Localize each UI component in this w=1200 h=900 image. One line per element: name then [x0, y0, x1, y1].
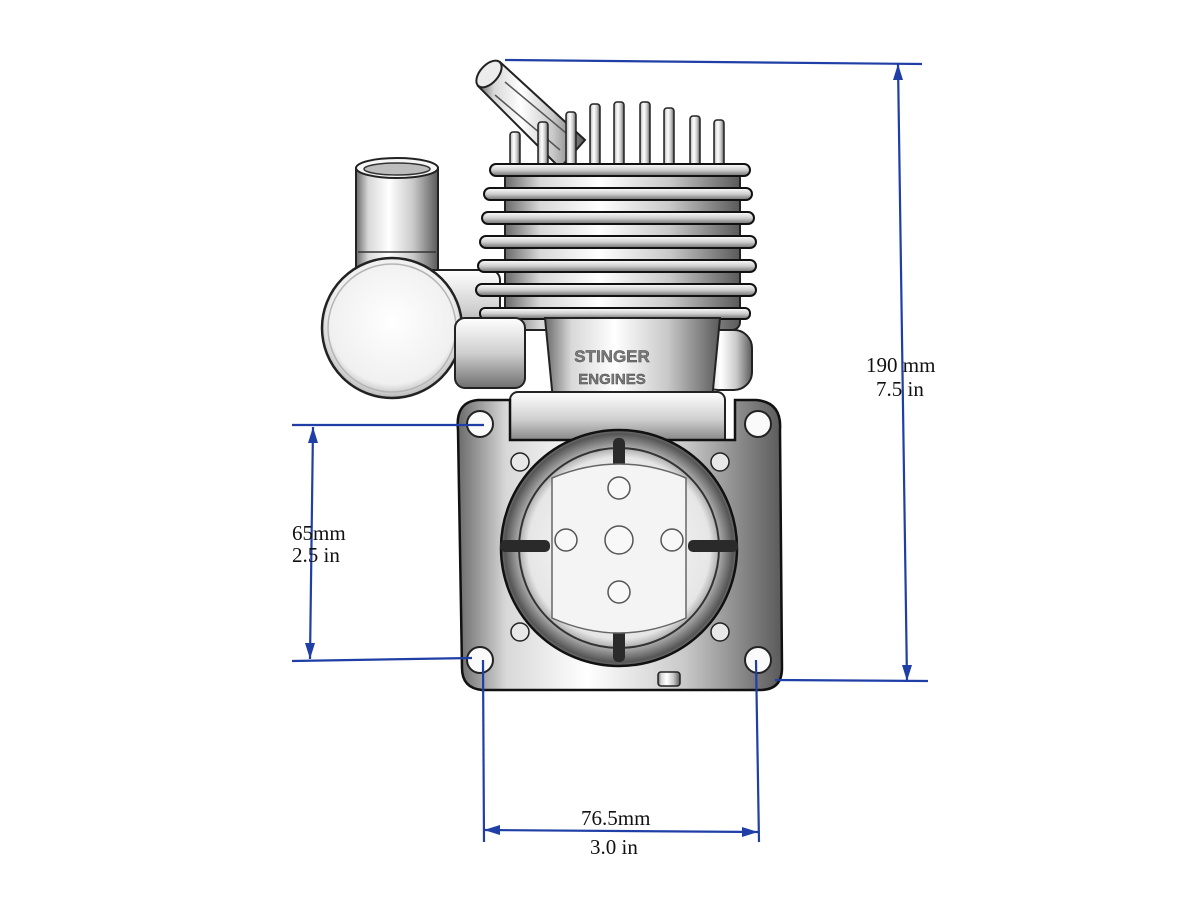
mount-hole-bottom-right [744, 646, 772, 674]
height-arrow-top [893, 64, 903, 80]
height-extension-top [504, 58, 923, 66]
height-dimension-line [896, 63, 909, 682]
mount-h-extension-left [481, 659, 486, 843]
mount-v-dimension-line [308, 426, 315, 660]
height-label-imperial: 7.5 in [876, 377, 924, 401]
carb-port [454, 317, 526, 389]
mount-h-arrow-left [484, 825, 500, 835]
cylinder-fins [475, 163, 757, 320]
mount-v-extension-bottom [291, 656, 473, 663]
mount-hole-bottom-left [466, 646, 494, 674]
height-arrow-bottom [902, 665, 912, 681]
mount-v-arrow-bottom [305, 643, 315, 659]
mount-h-label-metric: 76.5mm [581, 806, 651, 830]
spark-plug-boot [475, 59, 587, 170]
height-extension-bottom [774, 678, 929, 683]
cylinder-neck: STINGER ENGINES [543, 317, 722, 401]
dimension-lines [291, 58, 929, 843]
mount-v-label-imperial: 2.5 in [292, 543, 340, 567]
mount-h-label-imperial: 3.0 in [590, 835, 638, 859]
brand-text-line2: ENGINES [578, 371, 646, 388]
mount-hole-top-right [744, 410, 772, 438]
mount-h-arrow-right [742, 827, 758, 837]
bottom-fitting [657, 671, 681, 687]
crankshaft-center [604, 525, 634, 555]
height-label-metric: 190 mm [866, 353, 936, 377]
prop-hub [499, 428, 739, 668]
mount-v-label-metric: 65mm [292, 521, 346, 545]
head-fins [509, 101, 725, 173]
mount-v-arrow-top [308, 427, 318, 443]
engine-illustration: STINGER ENGINES [320, 59, 784, 692]
mount-h-extension-right [754, 659, 761, 843]
mount-h-dimension-line [483, 828, 759, 834]
brand-text-line1: STINGER [574, 347, 650, 366]
